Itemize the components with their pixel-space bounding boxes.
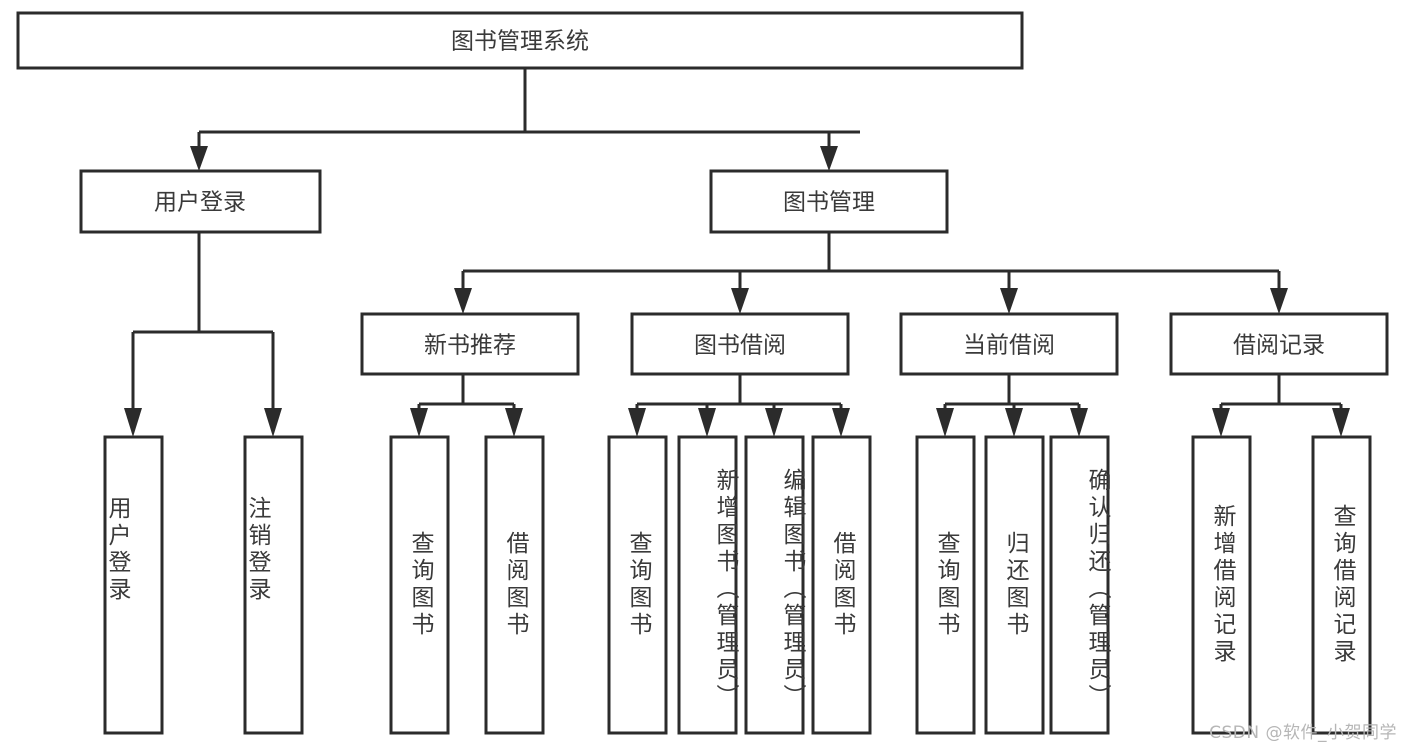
arrow-head-to-user-login bbox=[190, 146, 208, 171]
arrow-head-leaf-7 bbox=[765, 408, 783, 437]
leaf-box-8[interactable] bbox=[811, 435, 872, 735]
leaf-box-12[interactable] bbox=[1191, 435, 1252, 735]
leaf-box-13[interactable] bbox=[1311, 435, 1372, 735]
arrow-head-leaf-12 bbox=[1212, 408, 1230, 437]
arrow-head-leaf-10 bbox=[1005, 408, 1023, 437]
node-layer: 图书管理系统 用户登录 图书管理 新书推荐 图书借阅 当前借阅 借阅记录 bbox=[16, 11, 1389, 735]
node-label-current-borrow: 当前借阅 bbox=[963, 333, 1055, 359]
leaf-box-6[interactable] bbox=[677, 435, 738, 735]
node-box-current-borrow[interactable] bbox=[899, 312, 1119, 376]
leaf-box-1[interactable] bbox=[103, 435, 164, 735]
arrow-head-to-new-books bbox=[454, 288, 472, 314]
node-label-book-borrow: 图书借阅 bbox=[694, 333, 786, 359]
arrow-head-leaf-8 bbox=[832, 408, 850, 437]
arrow-head-leaf-4 bbox=[505, 408, 523, 437]
node-box-borrow-record[interactable] bbox=[1169, 312, 1389, 376]
arrow-head-to-borrow-record bbox=[1270, 288, 1288, 314]
arrow-head-to-book-borrow bbox=[731, 288, 749, 314]
watermark-text: CSDN @软件_小贺同学 bbox=[1209, 723, 1397, 743]
node-box-new-book-recommend[interactable] bbox=[360, 312, 580, 376]
arrow-head-to-book-mgmt bbox=[820, 146, 838, 171]
arrow-head-leaf-2 bbox=[264, 408, 282, 437]
node-label-borrow-record: 借阅记录 bbox=[1233, 333, 1325, 359]
node-box-book-management[interactable] bbox=[709, 169, 949, 234]
arrow-head-leaf-3 bbox=[410, 408, 428, 437]
leaf-box-7[interactable] bbox=[744, 435, 805, 735]
leaf-box-5[interactable] bbox=[607, 435, 668, 735]
node-label-new-book-recommend: 新书推荐 bbox=[424, 333, 516, 359]
arrow-head-to-current-borrow bbox=[1000, 288, 1018, 314]
leaf-box-9[interactable] bbox=[915, 435, 976, 735]
node-box-user-login[interactable] bbox=[79, 169, 322, 234]
arrow-head-leaf-9 bbox=[936, 408, 954, 437]
arrow-head-leaf-1 bbox=[124, 408, 142, 437]
arrow-head-leaf-6 bbox=[698, 408, 716, 437]
arrow-head-leaf-5 bbox=[628, 408, 646, 437]
arrow-head-leaf-11 bbox=[1070, 408, 1088, 437]
node-box-book-borrow[interactable] bbox=[630, 312, 850, 376]
node-label-book-management: 图书管理 bbox=[783, 190, 875, 216]
arrow-head-leaf-13 bbox=[1332, 408, 1350, 437]
leaf-box-2[interactable] bbox=[243, 435, 304, 735]
leaf-box-10[interactable] bbox=[984, 435, 1045, 735]
leaf-box-11[interactable] bbox=[1049, 435, 1110, 735]
leaf-box-4[interactable] bbox=[484, 435, 545, 735]
leaf-box-3[interactable] bbox=[389, 435, 450, 735]
node-box-root[interactable] bbox=[16, 11, 1024, 70]
connector-layer bbox=[124, 68, 1350, 437]
node-label-root: 图书管理系统 bbox=[451, 29, 589, 55]
node-label-user-login: 用户登录 bbox=[154, 190, 246, 216]
